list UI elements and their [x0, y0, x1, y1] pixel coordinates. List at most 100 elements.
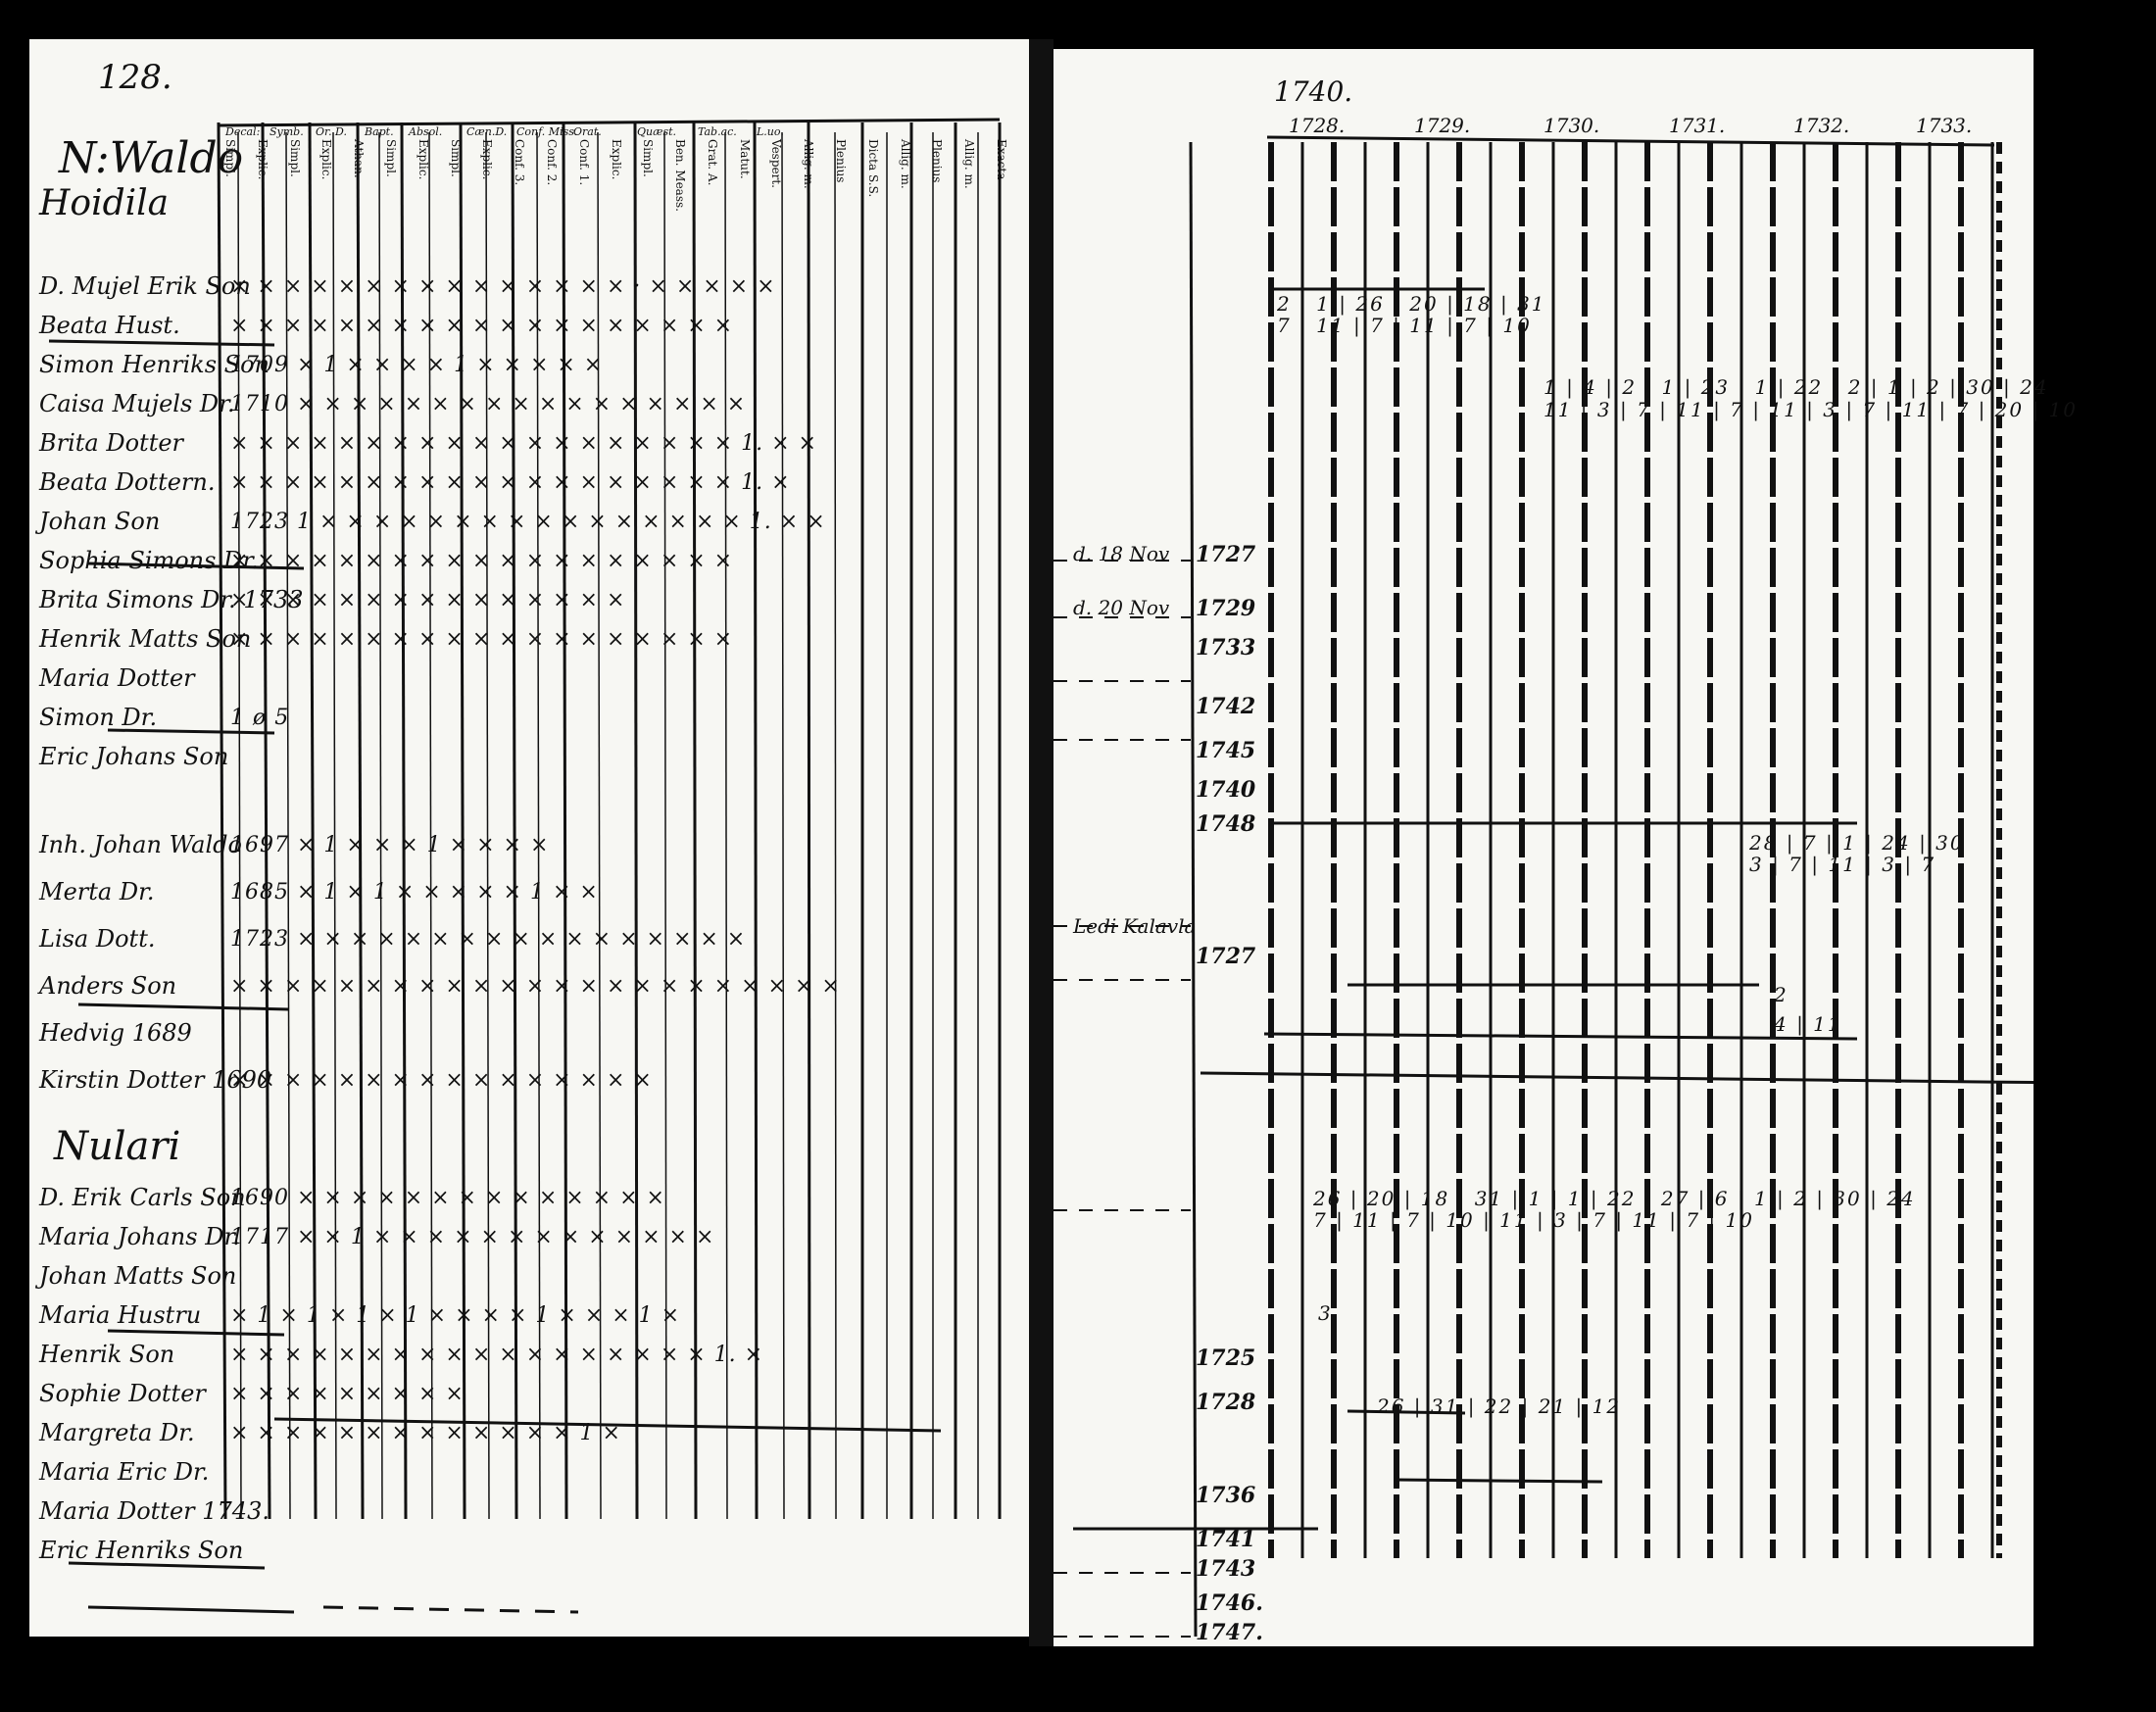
book-binding [1029, 39, 1054, 1646]
margin-note-year: 1729 [1196, 596, 1256, 621]
member-name: Johan Son [39, 508, 161, 535]
margin-note-year: 1727 [1196, 944, 1256, 969]
year-column-label: 1733. [1916, 114, 1973, 137]
column-header: Or. D. [316, 125, 347, 138]
margin-note-year: 1736 [1196, 1483, 1256, 1508]
margin-note-year: 1725 [1196, 1345, 1256, 1371]
column-header: Bapt. [365, 125, 394, 138]
column-header: Quæst. [637, 125, 677, 138]
member-marks: 1723 1 × × × × × × × × × × × × × × × × 1… [230, 510, 826, 534]
member-name: Hedvig 1689 [39, 1019, 192, 1047]
column-subheader: Grat. A. [706, 139, 719, 186]
entry-line: 11 | 3 | 7 | 11 | 7 | 11 | 3 | 7 | 11 | … [1544, 398, 2079, 421]
margin-note-text: d. 20 Nov [1073, 596, 1170, 619]
year-column-label: 1728. [1289, 114, 1346, 137]
member-name: Maria Johans Dr. [39, 1223, 240, 1250]
member-marks: × × × × × × × × × × × × × × × [230, 588, 626, 612]
column-subheader: Simpl. [449, 139, 463, 177]
entry-line: 1 | 4 | 2 | 1 | 23 | 1 | 22 | 2 | 1 | 2 … [1544, 375, 2049, 399]
entry-line: 26 | 20 | 18 | 31 | 1 | 1 | 22 | 27 | 6 … [1313, 1187, 1916, 1210]
margin-note-year: 1740 [1196, 777, 1256, 803]
member-marks: 1709 × 1 × × × × 1 × × × × × [230, 353, 604, 377]
column-header: Orat. [573, 125, 602, 138]
member-marks: × × × × × × × × × × × × × × × × × × × × … [230, 974, 841, 999]
column-subheader: Conf. 2. [545, 139, 559, 186]
member-name: Anders Son [39, 972, 177, 1000]
column-header: L.uo. [757, 125, 784, 138]
member-name: Lisa Dott. [39, 925, 156, 953]
member-name: Brita Dotter [39, 429, 184, 457]
member-name: D. Erik Carls Son [39, 1184, 246, 1211]
right-ledger-grid [1054, 135, 2034, 1638]
year-column-label: 1729. [1414, 114, 1471, 137]
column-subheader: Explic. [610, 139, 623, 180]
column-subheader: Ben. Meass. [673, 139, 687, 212]
column-subheader: Allig. m. [962, 139, 976, 189]
column-subheader: Explic. [480, 139, 494, 180]
member-marks: 1690 × × × × × × × × × × × × × × [230, 1186, 665, 1210]
member-name: Inh. Johan Waldo [39, 831, 242, 858]
member-marks: 1685 × 1 × 1 × × × × × 1 × × [230, 880, 599, 905]
margin-note-year: 1748 [1196, 811, 1256, 837]
entry-line: 2 | 1 | 26 | 20 | 18 | 31 [1277, 292, 1546, 316]
member-marks: × × × × × × × × × × × × × × × × × × × [230, 549, 734, 573]
column-subheader: Simpl. [288, 139, 302, 177]
year-column-label: 1731. [1669, 114, 1726, 137]
column-header: Absol. [409, 125, 443, 138]
column-subheader: Conf. 1. [577, 139, 591, 186]
member-name: Simon Henriks Son [39, 351, 270, 378]
margin-note-text: d. 18 Nov [1073, 542, 1170, 565]
year-column-label: 1730. [1544, 114, 1600, 137]
column-subheader: Explic. [319, 139, 333, 180]
entry-line: 28 | 7 | 1 | 24 | 30 [1749, 831, 1965, 855]
member-name: Simon Dr. [39, 704, 158, 731]
member-name: Maria Dotter 1743. [39, 1497, 270, 1525]
member-name: Sophia Simons Dr. [39, 547, 259, 574]
member-name: Maria Eric Dr. [39, 1458, 210, 1486]
year-column-label: 1732. [1793, 114, 1850, 137]
member-name: Maria Hustru [39, 1301, 202, 1329]
column-subheader: Simpl. [223, 139, 237, 177]
margin-note-year: 1741 [1196, 1527, 1256, 1552]
column-subheader: Explic. [416, 139, 430, 180]
left-page: 128. N:Waldo Hoidila Decal:Symb.Or. D.Ba… [29, 39, 1029, 1637]
member-name: Eric Henriks Son [39, 1537, 244, 1564]
member-name: Merta Dr. [39, 878, 155, 905]
entry-line: 4 | 11 [1774, 1012, 1842, 1036]
member-name: Sophie Dotter [39, 1380, 206, 1407]
village-heading-2: Hoidila [39, 183, 170, 223]
entry-line: 3 [1318, 1301, 1333, 1325]
village-heading-1: N:Waldo [59, 133, 244, 183]
left-ledger-grid [48, 118, 1002, 1614]
member-marks: × × × × × × × × × × × × × × × × × × 1. × [230, 1343, 764, 1367]
member-marks: 1697 × 1 × × × 1 × × × × [230, 833, 550, 857]
member-name: Henrik Matts Son [39, 625, 252, 653]
member-name: Maria Dotter [39, 664, 195, 692]
member-marks: 1 ø 5 [230, 706, 290, 730]
margin-note-year: 1747. [1196, 1620, 1263, 1645]
member-name: Henrik Son [39, 1341, 175, 1368]
member-marks: × × × × × × × × × × × × × × × × × × × 1.… [230, 470, 791, 495]
column-header: Cæn.D. [466, 125, 508, 138]
entry-line: 7 | 11 | 7 | 10 | 11 | 3 | 7 | 11 | 7 | … [1313, 1208, 1754, 1232]
member-marks: × × × × × × × × × × × × × × × × × × × 1.… [230, 431, 817, 456]
column-subheader: Allig. m. [899, 139, 912, 189]
margin-note-year: 1733 [1196, 635, 1256, 660]
column-header: Symb. [270, 125, 304, 138]
column-subheader: Dicta S.S. [866, 139, 880, 198]
margin-note-year: 1727 [1196, 542, 1256, 567]
member-marks: 1723 × × × × × × × × × × × × × × × × × [230, 927, 747, 952]
member-name: Kirstin Dotter 1690 [39, 1066, 272, 1094]
member-marks: × × × × × × × × × × × × × 1 × [230, 1421, 621, 1445]
member-name: Beata Dottern. [39, 468, 216, 496]
column-subheader: Plenius [834, 139, 848, 183]
member-marks: × × × × × × × × × × × × × × × · × × × × … [230, 274, 776, 299]
member-marks: 1717 × × 1 × × × × × × × × × × × × × [230, 1225, 715, 1249]
member-name: Johan Matts Son [39, 1262, 237, 1290]
entry-line: 7 | 11 | 7 | 11 | 7 | 10 [1277, 314, 1532, 337]
member-name: D. Mujel Erik Son [39, 272, 251, 300]
member-name: Beata Hust. [39, 312, 180, 339]
margin-note-year: 1728 [1196, 1390, 1256, 1415]
page-number: 128. [98, 58, 172, 97]
margin-note-year: 1745 [1196, 738, 1256, 763]
